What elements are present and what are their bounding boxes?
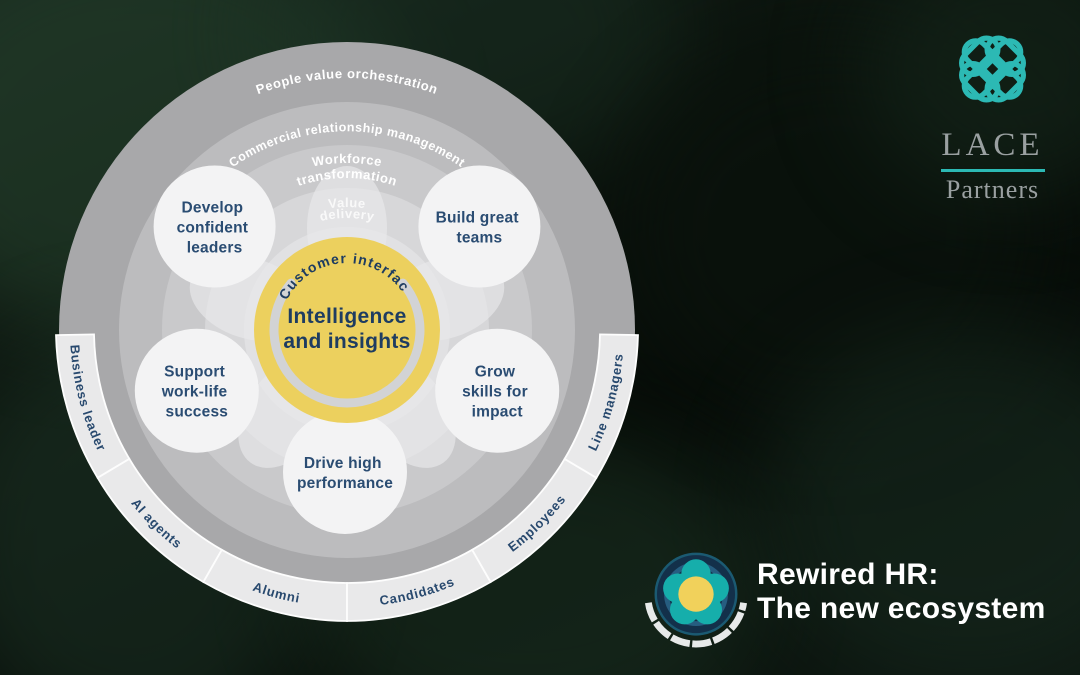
center-title-line2: and insights	[283, 330, 410, 353]
badge-audience-arc	[644, 602, 748, 648]
hr-ecosystem-diagram: People value orchestration Commercial re…	[0, 0, 639, 622]
customer-interface-ring	[269, 278, 425, 408]
circle-develop-confident-leaders	[153, 165, 276, 288]
ring-label-workforce: Workforce	[311, 151, 383, 169]
circle-grow-skills-for-impact	[435, 328, 560, 453]
center-title-line1: Intelligence	[287, 305, 406, 328]
title-line1: Rewired HR:	[757, 558, 939, 591]
label-develop-confident-leaders: Develop confident leaders	[177, 200, 253, 257]
rewired-hr-badge	[642, 544, 750, 661]
audience-arc	[55, 333, 639, 622]
lace-knot-icon	[959, 35, 1026, 103]
circle-drive-high-performance	[283, 410, 407, 534]
badge-center	[678, 576, 714, 612]
segment-line-managers	[563, 333, 639, 480]
lace-logo-rule	[940, 169, 1045, 172]
rewired-flower-icon	[644, 552, 748, 648]
circle-support-work-life-success	[134, 328, 259, 453]
title-line2: The new ecosystem	[757, 592, 1046, 625]
page-title: Rewired HR: The new ecosystem	[757, 558, 1046, 626]
ring-label-value: Value	[327, 195, 366, 211]
lace-partners-logo: LACE Partners	[925, 26, 1060, 205]
lace-partners-wordmark: Partners	[945, 175, 1040, 204]
label-drive-high-performance: Drive high performance	[297, 455, 393, 492]
lace-wordmark: LACE	[941, 127, 1044, 163]
capability-circles	[134, 165, 560, 534]
label-support-work-life-success: Support work-life success	[161, 364, 232, 421]
label-grow-skills-for-impact: Grow skills for impact	[462, 364, 532, 421]
ring-label-transformation: transformation	[295, 166, 399, 189]
circle-build-great-teams	[418, 165, 541, 288]
label-build-great-teams: Build great teams	[436, 210, 524, 247]
center-circle-intelligence	[254, 237, 440, 423]
